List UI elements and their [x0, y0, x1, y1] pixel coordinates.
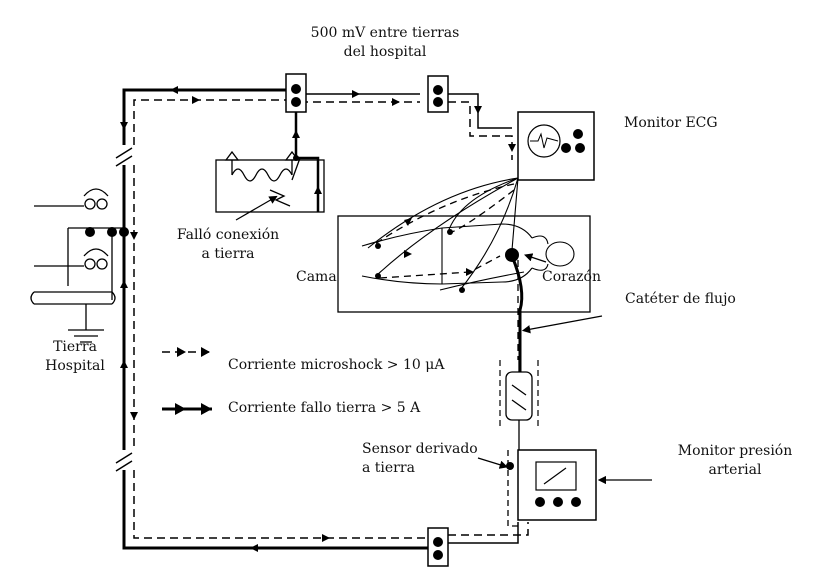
heart-label: Corazón: [542, 269, 602, 285]
label-line: a tierra: [362, 460, 415, 476]
sensor-label: Sensor derivado a tierra: [362, 440, 478, 478]
legend-fault-symbol: [162, 403, 212, 415]
label-line: 500 mV entre tierras: [310, 25, 460, 41]
hospital-ground-label: Tierra Hospital: [30, 338, 120, 376]
loop-arrows: [120, 86, 516, 552]
bed: [337, 215, 591, 313]
faulty-equipment: [215, 112, 325, 213]
heart: [505, 248, 519, 262]
label-line: del hospital: [343, 44, 427, 60]
junction-top-left: [285, 73, 307, 113]
patient: [361, 223, 575, 291]
transducer-dashed: [499, 360, 539, 430]
hospital-ground: [30, 188, 124, 343]
pressure-monitor: [517, 449, 597, 521]
label-line: arterial: [708, 462, 762, 478]
legend-microshock-symbol: [162, 347, 210, 357]
ecg-monitor: [517, 111, 595, 181]
microshock-path: [371, 183, 519, 360]
flow-transducer: [505, 360, 533, 450]
label-line: Tierra: [53, 339, 97, 355]
bed-label: Cama: [296, 269, 337, 285]
junction-top-right: [427, 75, 449, 113]
legend-fault-label: Corriente fallo tierra > 5 A: [228, 400, 421, 416]
potential-difference-label: 500 mV entre tierras del hospital: [290, 24, 480, 62]
label-line: Sensor derivado: [362, 441, 478, 457]
label-line: a tierra: [201, 246, 255, 262]
sensor-ground-point: [506, 462, 514, 470]
ground-fault-label: Falló conexión a tierra: [158, 226, 298, 264]
pressure-monitor-label: Monitor presión arterial: [660, 442, 810, 480]
ecg-monitor-label: Monitor ECG: [624, 115, 718, 131]
junction-bottom: [427, 527, 449, 567]
label-line: Hospital: [45, 358, 105, 374]
label-line: Falló conexión: [176, 227, 280, 243]
label-line: Monitor presión: [677, 443, 793, 459]
catheter: [510, 255, 524, 372]
catheter-label: Catéter de flujo: [625, 291, 736, 307]
legend-microshock-label: Corriente microshock > 10 μA: [228, 357, 445, 373]
ecg-leads: [367, 177, 519, 291]
ground-loop: [115, 88, 529, 550]
